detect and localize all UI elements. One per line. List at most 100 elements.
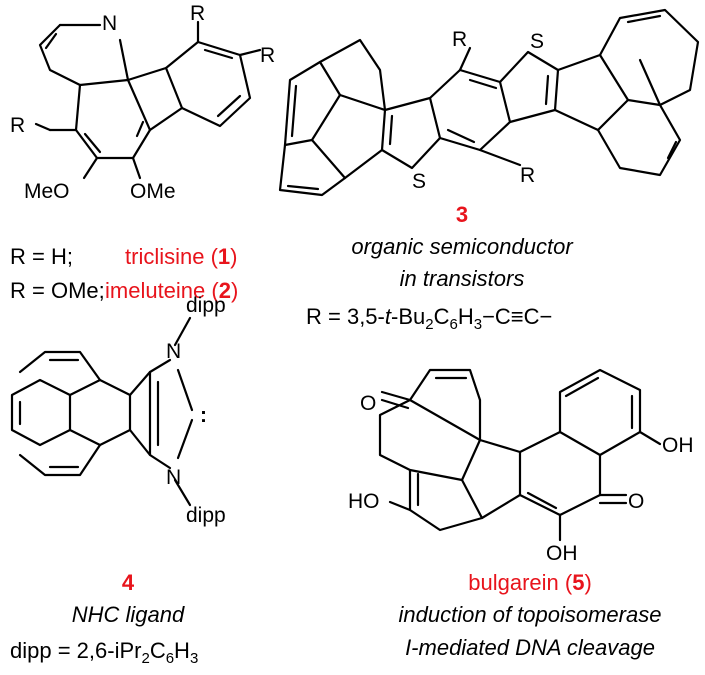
caption-compound-5: bulgarein (5) induction of topoisomerase… bbox=[399, 570, 662, 660]
subscript: 2 bbox=[425, 316, 433, 333]
r-definition-h: R = H; bbox=[10, 244, 73, 269]
close-paren: ) bbox=[230, 244, 237, 269]
description-line-1: induction of topoisomerase bbox=[399, 602, 662, 627]
rdef-h: H bbox=[458, 304, 474, 329]
compound-number: 2 bbox=[219, 278, 231, 303]
description-line-1: organic semiconductor bbox=[351, 234, 574, 259]
rdef-t: t bbox=[385, 304, 392, 329]
substituent-r: R bbox=[190, 2, 205, 25]
compound-name-bulgarein: bulgarein (5) bbox=[468, 570, 592, 595]
atom-n: N bbox=[166, 466, 181, 489]
bond-to-ome bbox=[131, 156, 142, 180]
atom-n: N bbox=[102, 12, 117, 35]
structure-bulgarein: O O OH OH HO bbox=[348, 368, 694, 565]
carbonyl-bond bbox=[380, 398, 410, 410]
five-ring-bonds bbox=[553, 53, 630, 132]
bond-to-oh bbox=[638, 430, 662, 446]
middle-ring-bonds bbox=[518, 430, 602, 517]
right-ring-bonds bbox=[164, 40, 252, 128]
naphthalene-bonds bbox=[318, 38, 387, 112]
double-bond bbox=[626, 14, 662, 24]
description-line-2: in transistors bbox=[400, 266, 525, 291]
benzene-ring-bonds bbox=[74, 78, 152, 160]
bond-c-carbene-n bbox=[176, 418, 194, 460]
carbene-lone-pair: : bbox=[200, 404, 207, 427]
structure-triclisine-imeluteine: N R R R MeO OMe bbox=[10, 2, 275, 203]
double-bond bbox=[83, 132, 102, 154]
atom-o: O bbox=[628, 490, 644, 513]
enone-ring-bonds bbox=[408, 368, 482, 442]
compound-number-4: 4 bbox=[122, 570, 135, 595]
double-bond bbox=[44, 32, 58, 50]
substituent-r: R bbox=[452, 28, 467, 51]
description-line-2: I-mediated DNA cleavage bbox=[405, 635, 655, 660]
bond-to-r bbox=[478, 148, 522, 167]
double-bond bbox=[544, 74, 550, 106]
substituent-oh: OH bbox=[662, 434, 694, 457]
bond-n-c-carbene bbox=[176, 368, 194, 412]
naphthalene-bonds bbox=[278, 138, 347, 197]
double-bond bbox=[290, 84, 298, 138]
caption-compound-3: 3 organic semiconductor in transistors R… bbox=[306, 202, 574, 333]
naphthalene-center-bonds bbox=[68, 378, 132, 447]
dipp-definition: dipp = 2,6-iPr2C6H3 bbox=[10, 638, 198, 667]
r-definition: R = 3,5-t-Bu2C6H3−C≡C− bbox=[306, 304, 552, 333]
compound-name-imeluteine: imeluteine ( bbox=[105, 278, 219, 303]
atom-n: N bbox=[166, 340, 181, 363]
double-bond bbox=[468, 78, 498, 90]
naphthalene-bonds bbox=[596, 103, 682, 177]
substituent-ome-left: MeO bbox=[24, 180, 70, 203]
subscript: 2 bbox=[141, 650, 149, 667]
atom-s: S bbox=[530, 30, 544, 53]
bond-to-ome bbox=[82, 156, 99, 180]
subscript: 6 bbox=[166, 650, 174, 667]
double-bond bbox=[564, 376, 600, 398]
naphthalene-bonds bbox=[283, 60, 322, 147]
caption-line-2: R = OMe; imeluteine (2) bbox=[10, 278, 238, 303]
rdef-c: C bbox=[434, 304, 450, 329]
double-bond bbox=[216, 94, 242, 118]
bond-n-c bbox=[118, 38, 130, 82]
ring-bonds bbox=[48, 83, 82, 132]
double-bond bbox=[526, 491, 558, 510]
r-definition-ome: R = OMe; bbox=[10, 278, 105, 303]
bond-to-dipp bbox=[173, 478, 192, 507]
caption-compounds-1-2: R = H; triclisine (1) R = OMe; imelutein… bbox=[10, 244, 238, 303]
substituent-r: R bbox=[10, 114, 25, 137]
ring-bonds bbox=[78, 78, 130, 87]
left-ring-bonds bbox=[378, 398, 482, 482]
upper-ring-bonds bbox=[18, 350, 102, 382]
close-paren: ) bbox=[231, 278, 238, 303]
caption-compound-4: 4 NHC ligand dipp = 2,6-iPr2C6H3 bbox=[10, 570, 198, 667]
subscript: 3 bbox=[190, 650, 198, 667]
bond-c-n bbox=[148, 453, 172, 470]
substituent-dipp: dipp bbox=[186, 294, 226, 317]
naphthalene-inner bbox=[638, 58, 662, 107]
dipp-prefix: dipp = 2,6-iPr bbox=[10, 638, 141, 663]
bond-to-dipp bbox=[173, 316, 192, 347]
benzene-bonds bbox=[558, 368, 642, 457]
compound-number-5: 5 bbox=[572, 570, 584, 595]
bond-c-n bbox=[148, 358, 172, 374]
substituent-ome-right: OMe bbox=[130, 180, 176, 203]
subscript: 6 bbox=[449, 316, 457, 333]
pyridine-ring-bonds bbox=[38, 23, 82, 87]
substituent-r: R bbox=[520, 164, 535, 187]
structure-compound-4: N N dipp dipp : bbox=[10, 294, 226, 527]
subscript: 3 bbox=[474, 316, 482, 333]
double-bond bbox=[666, 140, 678, 160]
rdef-alkyne: −C≡C− bbox=[482, 304, 552, 329]
five-ring-bonds bbox=[310, 93, 387, 180]
substituent-dipp: dipp bbox=[186, 504, 226, 527]
description: NHC ligand bbox=[72, 602, 185, 627]
lower-ring-bonds bbox=[408, 468, 484, 532]
double-bond bbox=[203, 48, 234, 60]
dipp-h: H bbox=[174, 638, 190, 663]
substituent-ho: HO bbox=[348, 490, 380, 513]
close-paren: ) bbox=[584, 570, 591, 595]
rdef-bu: -Bu bbox=[391, 304, 425, 329]
structure-compound-3: S S R R bbox=[278, 8, 700, 197]
central-ring-bonds bbox=[428, 68, 512, 152]
caption-line-1: R = H; triclisine (1) bbox=[10, 244, 237, 269]
